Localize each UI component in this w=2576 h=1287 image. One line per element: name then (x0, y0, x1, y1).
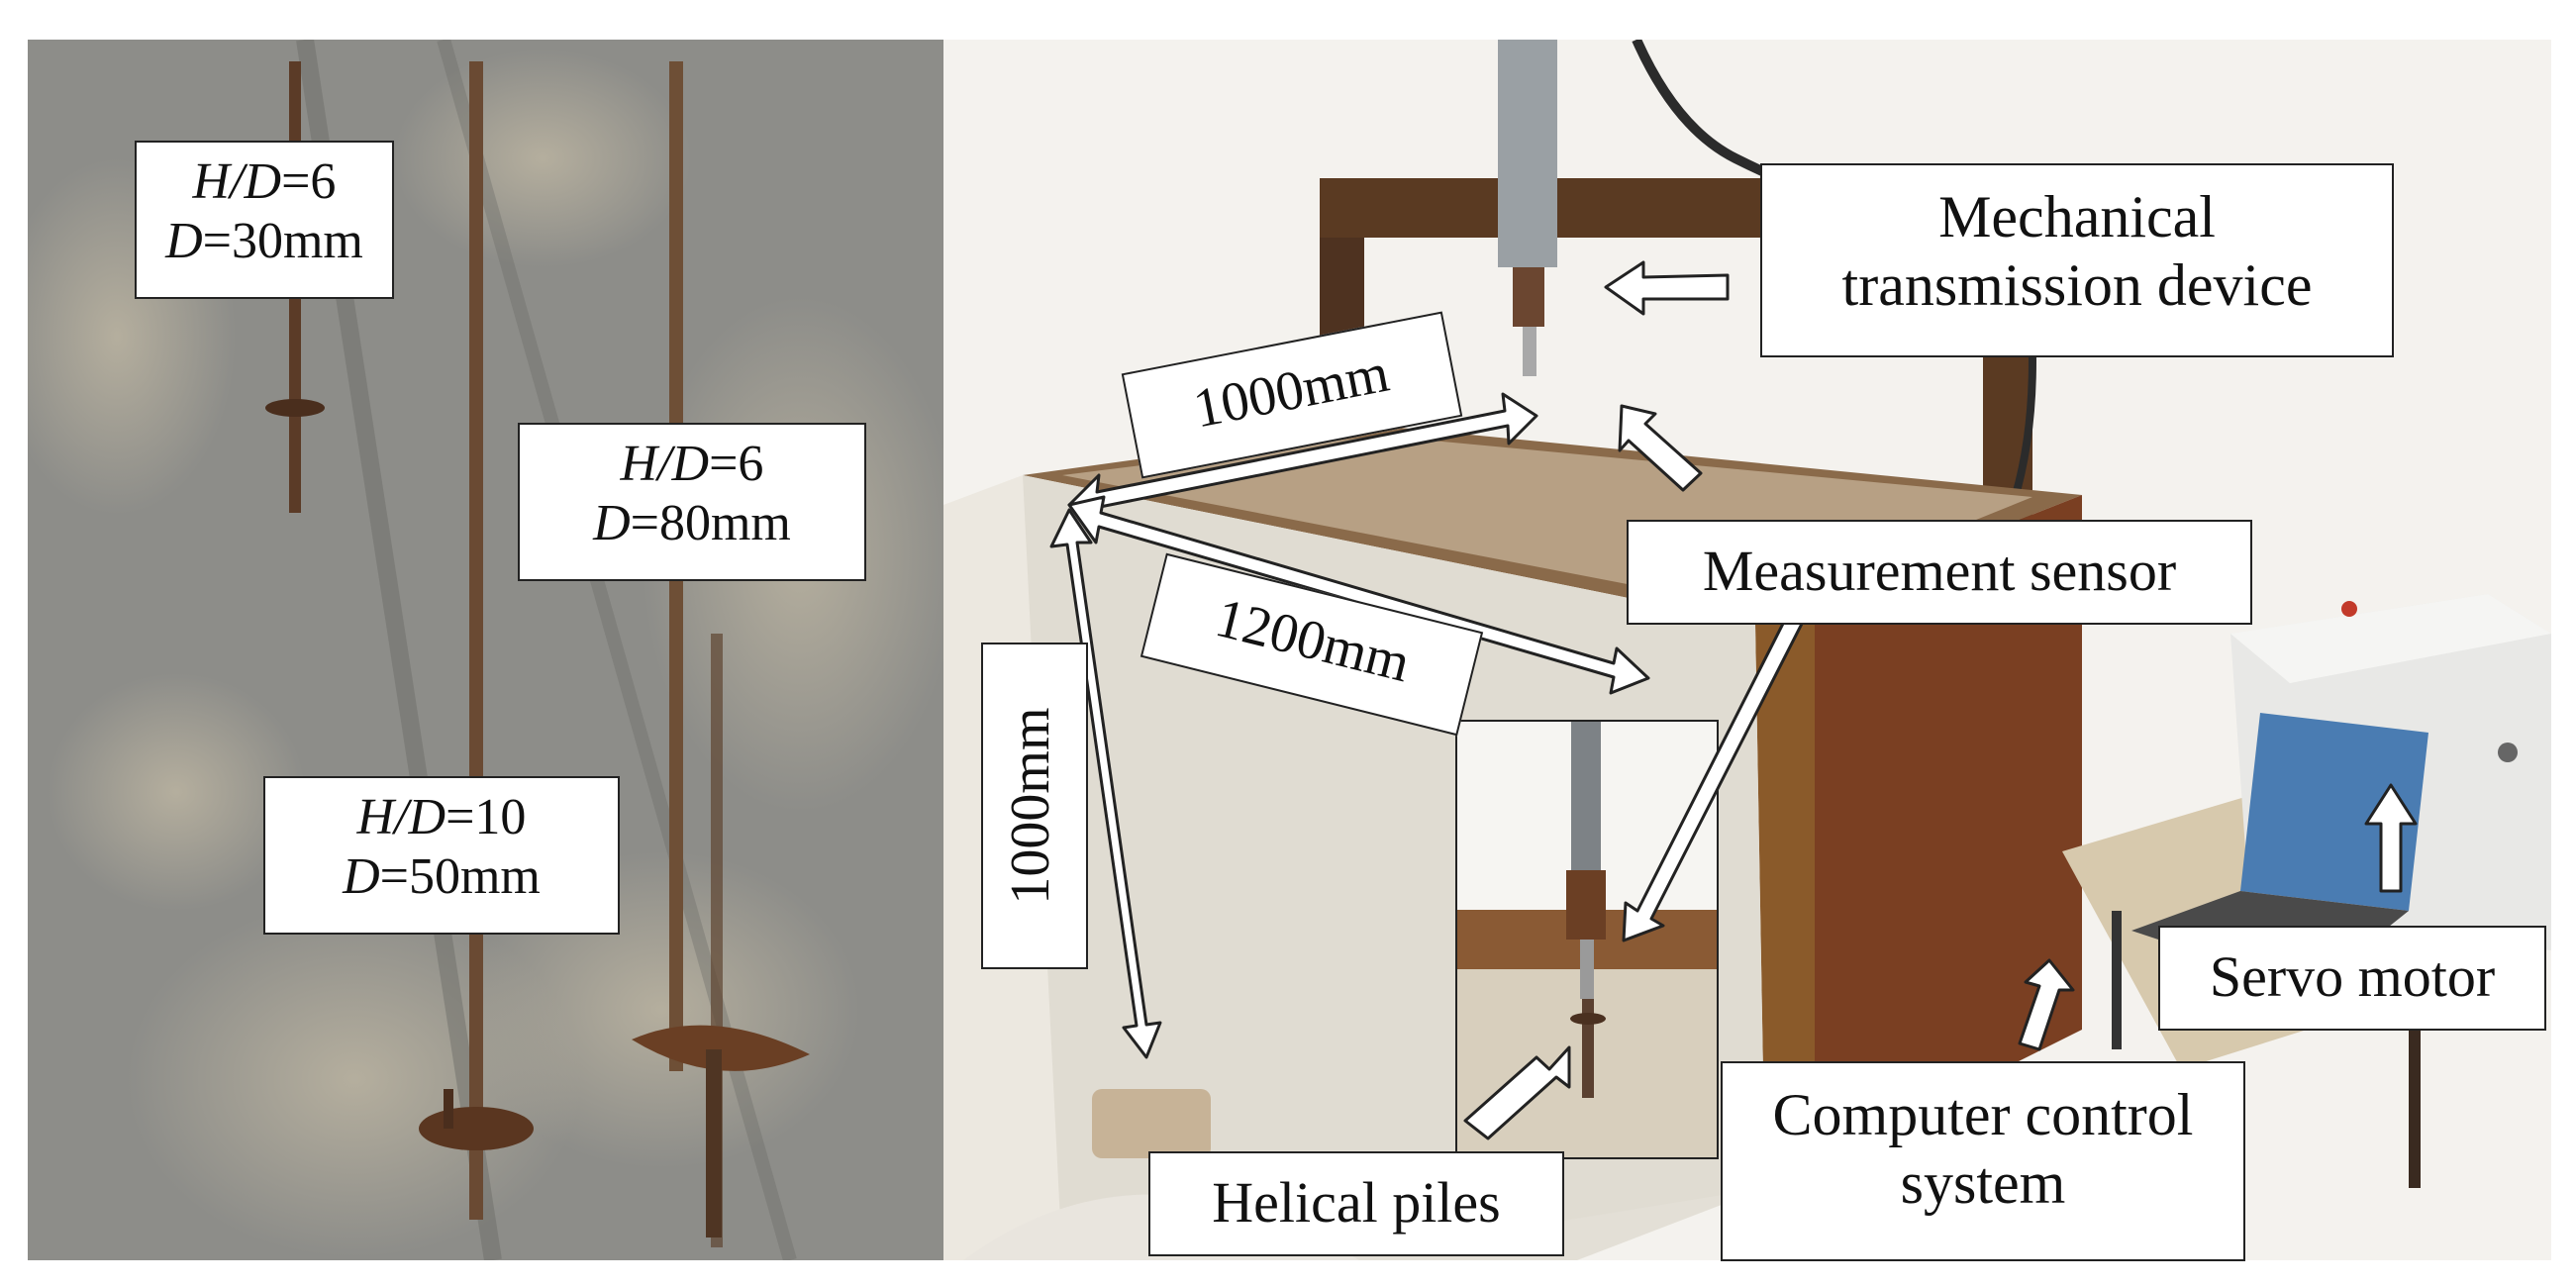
label-mechanical-transmission: Mechanical transmission device (1760, 163, 2394, 357)
hd-var: H/D (356, 789, 446, 845)
label-dimension-height: 1000mm (981, 643, 1088, 969)
mechanical-line2: transmission device (1841, 252, 2313, 318)
label-pile-d30: H/D=6 D=30mm (135, 141, 394, 299)
d-var: D (343, 847, 380, 905)
label-measurement-sensor: Measurement sensor (1627, 520, 2252, 625)
label-servo-motor: Servo motor (2158, 926, 2546, 1031)
label-pile-d80: H/D=6 D=80mm (518, 423, 866, 581)
d-var: D (593, 494, 631, 551)
label-helical-piles: Helical piles (1148, 1151, 1564, 1256)
d-value: =80mm (630, 494, 791, 551)
hd-ratio: =6 (281, 153, 337, 210)
mechanical-line1: Mechanical (1938, 184, 2216, 249)
hd-ratio: =6 (709, 436, 764, 492)
hd-ratio: =10 (446, 789, 527, 845)
label-computer-control: Computer control system (1721, 1061, 2245, 1261)
hd-var: H/D (192, 153, 282, 210)
sandbag (1092, 1089, 1211, 1158)
computer-line2: system (1900, 1150, 2066, 1216)
measurement-sensor-text: Measurement sensor (1702, 539, 2177, 603)
helical-pile-closeup-inset (1455, 720, 1719, 1159)
d-var: D (165, 212, 203, 269)
closeup-scene (1457, 722, 1717, 1157)
dimension-top-width-text: 1000mm (1188, 342, 1394, 441)
d-value: =50mm (379, 847, 541, 905)
dimension-height-text: 1000mm (1000, 707, 1061, 905)
hd-var: H/D (620, 436, 710, 492)
helical-pile-d80 (632, 61, 810, 1247)
helical-piles-text: Helical piles (1212, 1170, 1501, 1235)
computer-line1: Computer control (1772, 1082, 2194, 1147)
label-pile-d50: H/D=10 D=50mm (263, 776, 620, 935)
servo-motor-text: Servo motor (2209, 944, 2496, 1009)
d-value: =30mm (202, 212, 363, 269)
